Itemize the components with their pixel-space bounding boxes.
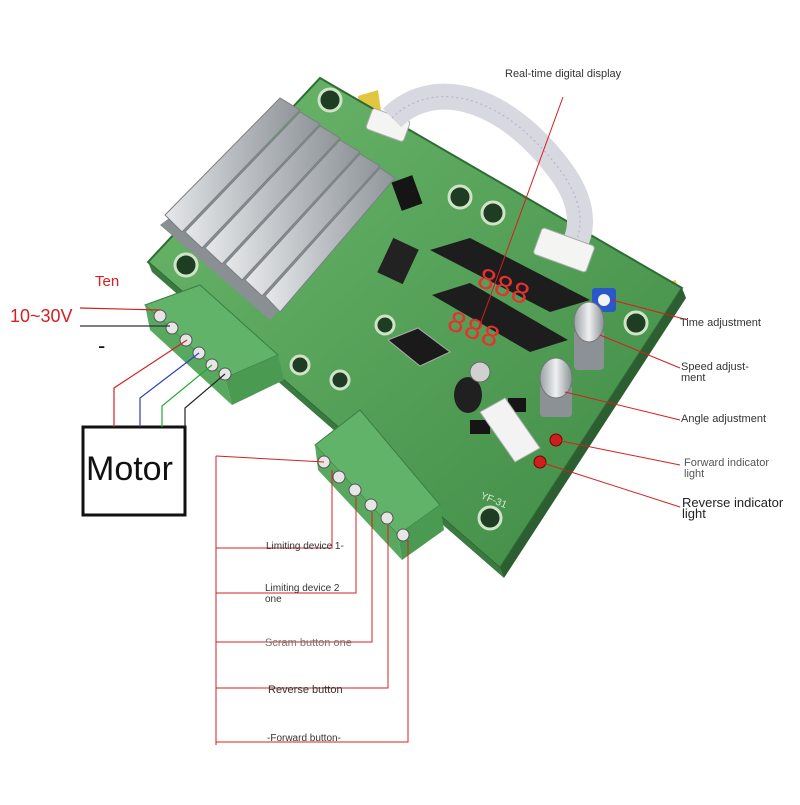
label-scram: Scram button one <box>265 637 352 649</box>
motor-wires <box>113 339 226 427</box>
input-terminal-block <box>314 409 444 560</box>
label-ten: Ten <box>95 273 120 290</box>
right-leaders <box>477 96 689 508</box>
label-display: Real-time digital display <box>505 68 622 80</box>
label-angle-adjustment: Angle adjustment <box>681 413 766 425</box>
label-speed-adjustment-1: Speed adjust- <box>681 361 749 373</box>
supply-plus-wire <box>79 307 161 311</box>
motor-box <box>81 425 187 517</box>
label-reverse-light-1: Reverse indicator <box>682 495 784 510</box>
ribbon-cable <box>365 83 595 273</box>
label-forward-light-1: Forward indicator <box>684 457 769 469</box>
label-speed-adjustment-2: ment <box>681 372 706 384</box>
label-voltage: 10~30V <box>10 306 73 326</box>
pcb-edge <box>500 288 686 578</box>
label-reverse-button: Reverse button <box>268 684 343 696</box>
label-forward-button: -Forward button- <box>267 733 341 744</box>
component <box>470 420 490 434</box>
mounting-holes <box>173 87 649 531</box>
heatsink <box>160 97 396 320</box>
angle-knob <box>539 357 573 417</box>
label-motor: Motor <box>86 450 173 488</box>
component <box>391 175 423 211</box>
power-terminal-block <box>144 284 284 405</box>
label-minus: - <box>98 333 106 358</box>
component <box>377 237 419 285</box>
mcu-chip <box>387 327 451 367</box>
digital-display: 888 888 <box>430 238 590 358</box>
capacitor <box>454 361 491 413</box>
label-reverse-light-2: light <box>682 506 706 521</box>
label-time-adjustment: Time adjustment <box>680 317 761 329</box>
label-limit-2-1: Limiting device 2 <box>265 583 340 594</box>
white-connector <box>479 397 541 463</box>
bottom-leaders <box>215 455 409 745</box>
label-limit-1: Limiting device 1- <box>266 541 344 552</box>
speed-knob <box>573 301 605 370</box>
label-forward-light-2: light <box>684 468 705 480</box>
label-limit-2-2: one <box>265 594 282 605</box>
